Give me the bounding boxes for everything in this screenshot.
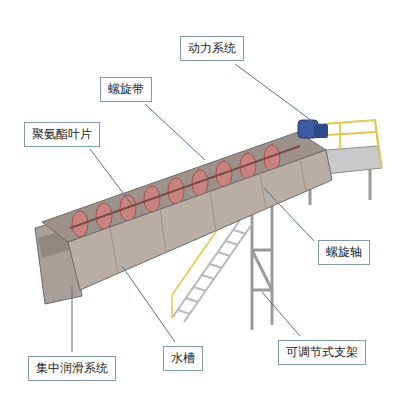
callout-label: 聚氨酯叶片 — [32, 127, 92, 141]
trough-wall — [68, 150, 332, 290]
callout-box: 螺旋带 — [100, 77, 152, 102]
leader-lines — [72, 64, 314, 352]
callout-label: 集中润滑系统 — [36, 361, 108, 375]
callout-box: 水槽 — [163, 346, 203, 371]
callout-box: 集中润滑系统 — [28, 356, 116, 381]
callout-box: 螺旋轴 — [318, 240, 370, 265]
wall-ribs — [110, 159, 306, 273]
callout-box: 可调节式支架 — [278, 340, 366, 365]
motor — [298, 120, 328, 138]
callout-label: 水槽 — [171, 351, 195, 365]
callout-label: 可调节式支架 — [286, 345, 358, 359]
callout-box: 聚氨酯叶片 — [24, 122, 100, 147]
callout-label: 螺旋轴 — [326, 245, 362, 259]
callout-label: 螺旋带 — [108, 82, 144, 96]
callout-box: 动力系统 — [180, 36, 244, 61]
callout-label: 动力系统 — [188, 41, 236, 55]
